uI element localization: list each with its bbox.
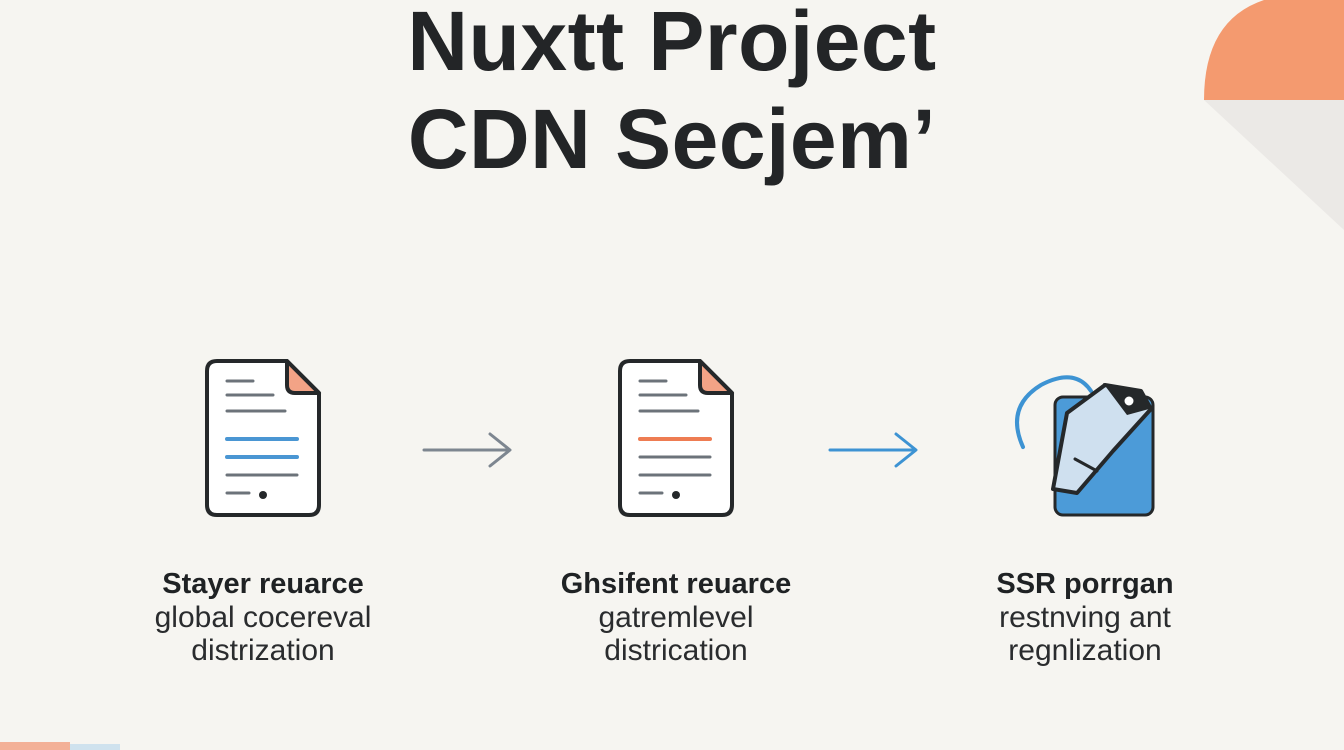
step-ssr-program: SSR porrgan restnving ant regnlization xyxy=(925,355,1245,667)
page-title: Nuxtt Project CDN Secjem’ xyxy=(0,0,1344,188)
title-line-1: Nuxtt Project xyxy=(407,0,937,88)
server-tag-icon xyxy=(1015,375,1155,517)
step-description: global cocereval distrization xyxy=(103,601,423,667)
step-description: gatremlevel districation xyxy=(516,601,836,667)
step-description-line: global cocereval xyxy=(154,601,372,634)
step-dynamic-resource: Ghsifent reuarce gatremlevel districatio… xyxy=(516,355,836,667)
arrow-right-icon xyxy=(422,432,512,468)
document-icon xyxy=(205,359,321,517)
step-heading: Ghsifent reuarce xyxy=(560,568,792,600)
bottom-decoration xyxy=(0,742,120,750)
step-description-line: restnving ant xyxy=(999,601,1171,634)
corner-decoration xyxy=(1204,0,1344,230)
step-static-resource: Stayer reuarce global cocereval distriza… xyxy=(103,355,423,667)
document-icon xyxy=(618,359,734,517)
step-description-line: distrization xyxy=(191,634,335,667)
step-description-line: gatremlevel xyxy=(598,601,754,634)
arrow-right-icon xyxy=(828,432,918,468)
title-line-2: CDN Secjem’ xyxy=(407,92,937,186)
step-description-line: regnlization xyxy=(1008,634,1162,667)
step-description: restnving ant regnlization xyxy=(925,601,1245,667)
step-heading: SSR porrgan xyxy=(996,568,1174,600)
step-description-line: districation xyxy=(604,634,748,667)
step-heading: Stayer reuarce xyxy=(162,568,364,600)
